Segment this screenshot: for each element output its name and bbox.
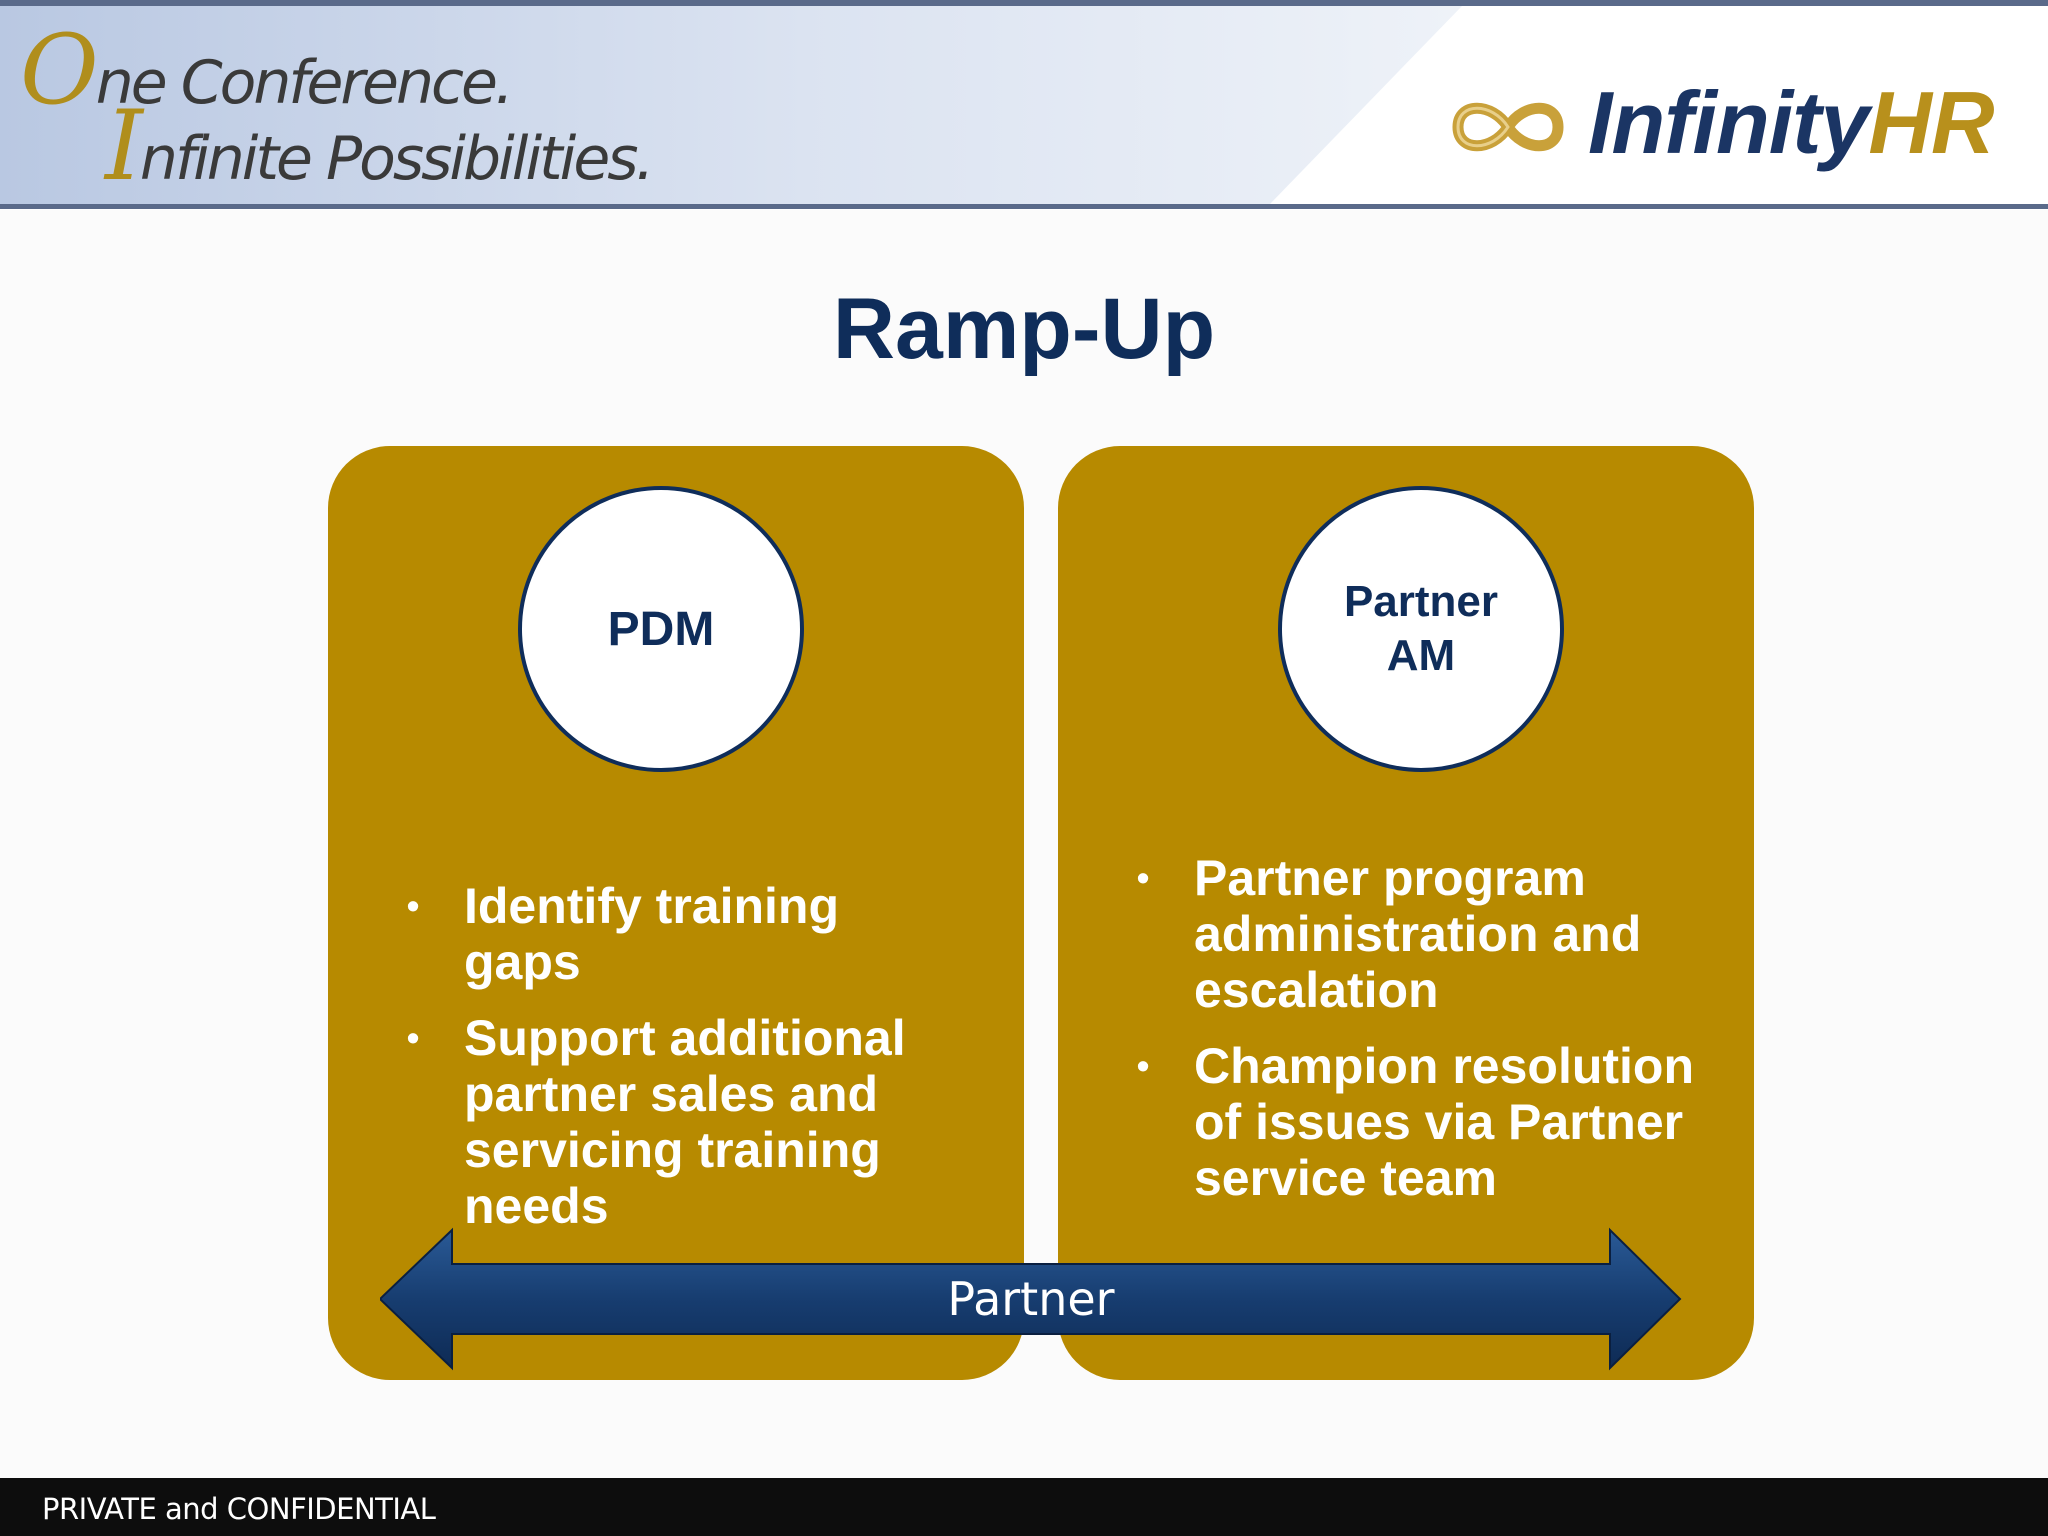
confidentiality-notice: PRIVATE and CONFIDENTIAL (42, 1492, 436, 1526)
conference-tagline: One Conference. Infinite Possibilities. (20, 14, 670, 202)
header-background (0, 0, 2048, 210)
partner-am-bullet-list: • Partner program administration and esc… (1128, 850, 1728, 1226)
role-label-line-1: Partner (1343, 577, 1499, 626)
list-item: • Identify training gaps (398, 878, 958, 990)
panel-partner-am: Partner AM • Partner program administrat… (1058, 446, 1754, 1380)
tagline-line-1: One Conference. (20, 14, 514, 126)
logo-text-hr: HR (1868, 73, 1994, 172)
bullet-text: Partner program administration and escal… (1194, 850, 1642, 1018)
bullet-text: Identify training gaps (464, 878, 839, 990)
bullet-dot-icon: • (1136, 1045, 1150, 1086)
tagline-line-2: Infinite Possibilities. (105, 90, 655, 202)
tagline-line-2-text: nfinite Possibilities. (139, 124, 655, 194)
list-item: • Champion resolution of issues via Part… (1128, 1038, 1728, 1206)
role-circle-partner-am: Partner AM (1278, 486, 1564, 772)
logo-text-infinity: Infinity (1588, 73, 1869, 172)
slide-title: Ramp-Up (832, 281, 1216, 377)
double-arrow-icon (380, 1227, 1682, 1371)
pdm-bullet-list: • Identify training gaps • Support addit… (398, 878, 958, 1254)
slide-footer: PRIVATE and CONFIDENTIAL (0, 1478, 2048, 1536)
slide-header: One Conference. Infinite Possibilities. … (0, 0, 2048, 210)
panel-pdm: PDM • Identify training gaps • Support a… (328, 446, 1024, 1380)
tagline-initial-i: I (105, 90, 143, 202)
tagline-initial-o: O (20, 14, 99, 126)
logo-wordmark: InfinityHR (1588, 72, 1995, 174)
list-item: • Support additional partner sales and s… (398, 1010, 958, 1234)
infinityhr-logo: InfinityHR (1448, 72, 2038, 182)
bullet-dot-icon: • (406, 1017, 420, 1058)
tagline-line-1-text: ne Conference. (95, 48, 514, 118)
role-label-partner-am: Partner AM (1344, 575, 1498, 683)
bullet-text: Champion resolution of issues via Partne… (1194, 1038, 1694, 1206)
bullet-dot-icon: • (406, 885, 420, 926)
arrow-label: Partner (947, 1272, 1115, 1326)
infinity-icon (1452, 102, 1564, 152)
role-label-pdm: PDM (607, 602, 715, 656)
role-circle-pdm: PDM (518, 486, 804, 772)
bullet-dot-icon: • (1136, 857, 1150, 898)
bullet-text: Support additional partner sales and ser… (464, 1010, 906, 1234)
role-label-line-2: AM (1386, 631, 1456, 680)
list-item: • Partner program administration and esc… (1128, 850, 1728, 1018)
